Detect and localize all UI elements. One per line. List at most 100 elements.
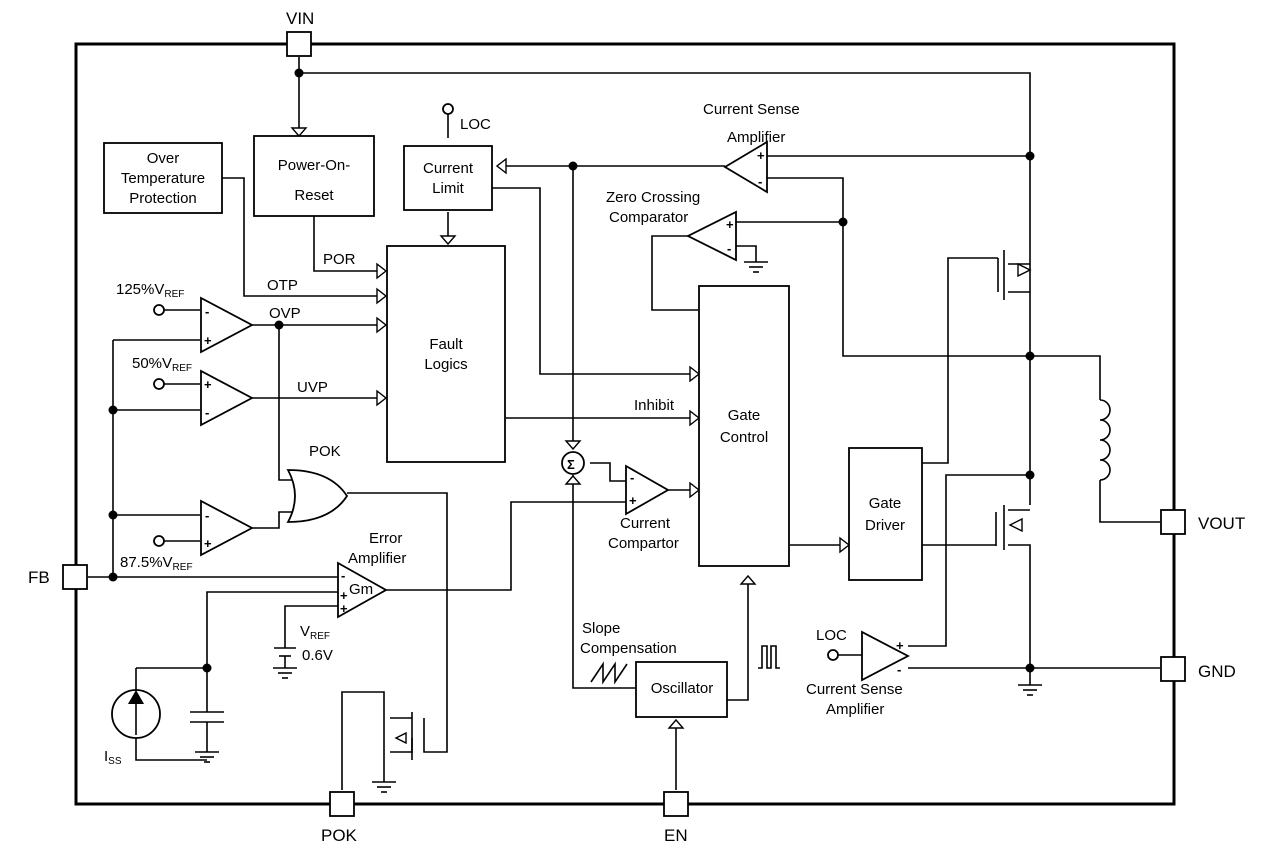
current-sense-top-label-1: Current Sense xyxy=(703,101,800,118)
vout-pin xyxy=(1160,509,1186,535)
sigma-symbol: Σ xyxy=(567,457,575,472)
current-comparator-label-2: Compartor xyxy=(608,535,679,552)
capacitor-icon xyxy=(190,711,224,723)
fb-pin-label: FB xyxy=(28,568,50,587)
signal-labels: LOC POR OTP OVP UVP POK Inhibit LOC Slop… xyxy=(267,116,847,657)
pulse-waveform-icon xyxy=(758,645,780,669)
ground-icon-pok xyxy=(372,781,396,793)
inductor-icon xyxy=(1099,399,1111,481)
vin-pin xyxy=(286,31,312,57)
cc-minus: - xyxy=(630,470,634,485)
iss-label: ISS xyxy=(104,748,122,767)
pok-ref-terminal xyxy=(153,535,165,547)
por-block-line-1: Power-On- xyxy=(278,157,351,174)
loc-bottom-terminal xyxy=(827,649,839,661)
ovp-reference-label: 125%VREF xyxy=(116,281,184,300)
voltage-source-icon xyxy=(274,647,296,668)
otp-label: OTP xyxy=(267,277,298,294)
slope-comp-label-2: Compensation xyxy=(580,640,677,657)
fault-logics-block: Fault Logics xyxy=(386,245,506,463)
loc-top-terminal xyxy=(442,103,454,115)
current-sense-amplifier-bottom: + - xyxy=(861,630,910,682)
loc-top-label: LOC xyxy=(460,116,491,133)
current-comparator: - + xyxy=(625,464,670,516)
over-temperature-protection-block: Over Temperature Protection xyxy=(103,142,223,214)
ovp-minus: - xyxy=(205,304,209,319)
uvp-reference-label: 50%VREF xyxy=(132,355,192,374)
ovp-label: OVP xyxy=(269,305,301,322)
wiring xyxy=(88,57,1160,790)
gnd-pin-label: GND xyxy=(1198,662,1236,681)
gate-driver-line-2: Driver xyxy=(865,517,905,534)
ovp-comparator: - + xyxy=(200,296,254,354)
pok-pin xyxy=(329,791,355,817)
summing-node: Σ xyxy=(561,451,585,475)
uvp-minus: - xyxy=(205,405,209,420)
error-amp-label-2: Amplifier xyxy=(348,550,406,567)
current-comparator-label-1: Current xyxy=(620,515,671,532)
vin-pin-label: VIN xyxy=(286,9,314,28)
ic-boundary xyxy=(74,42,1176,806)
gate-driver-line-1: Gate xyxy=(869,495,902,512)
otp-block-line-2: Temperature xyxy=(121,170,205,187)
terminal-circles xyxy=(153,103,839,661)
gate-control-line-2: Control xyxy=(720,429,768,446)
current-sense-bottom-label-1: Current Sense xyxy=(806,681,903,698)
ea-reference-voltage: 0.6V xyxy=(302,647,333,664)
por-label: POR xyxy=(323,251,356,268)
zero-crossing-label-1: Zero Crossing xyxy=(606,189,700,206)
por-block-line-2: Reset xyxy=(294,187,334,204)
zero-crossing-label-2: Comparator xyxy=(609,209,688,226)
ea-plus-1: + xyxy=(340,588,348,603)
ea-reference-label: VREF xyxy=(300,623,330,642)
gate-driver-block: Gate Driver xyxy=(848,447,923,581)
current-limit-block: Current Limit xyxy=(403,145,493,211)
csa-top-minus: - xyxy=(758,174,762,189)
ea-minus: - xyxy=(341,568,345,583)
uvp-plus: + xyxy=(204,377,212,392)
csa-top-plus: + xyxy=(757,148,765,163)
pok-pin-label: POK xyxy=(321,826,358,845)
ground-icon-power xyxy=(1018,684,1042,696)
ovp-ref-terminal xyxy=(153,304,165,316)
ground-icon-ea xyxy=(273,667,297,679)
vout-pin-label: VOUT xyxy=(1198,514,1245,533)
ground-icon-softstart xyxy=(195,751,219,763)
error-amplifier: - + + Gm xyxy=(337,561,388,619)
en-pin xyxy=(663,791,689,817)
ovp-plus: + xyxy=(204,333,212,348)
ground-icons xyxy=(195,261,1042,793)
pins: VIN FB VOUT GND POK EN xyxy=(28,9,1245,845)
inhibit-label: Inhibit xyxy=(634,397,675,414)
power-on-reset-block: Power-On- Reset xyxy=(253,135,375,217)
fb-pin xyxy=(62,564,88,590)
gnd-pin xyxy=(1160,656,1186,682)
current-sense-bottom-label-2: Amplifier xyxy=(826,701,884,718)
gate-control-block: Gate Control xyxy=(698,285,790,567)
current-sense-top-label-2: Amplifier xyxy=(727,129,785,146)
csa-bottom-plus: + xyxy=(896,638,904,653)
zero-crossing-comparator: + - xyxy=(685,210,737,262)
pok-or-gate xyxy=(286,469,349,523)
zcc-plus: + xyxy=(726,217,734,232)
gate-control-line-1: Gate xyxy=(728,407,761,424)
error-amp-label-1: Error xyxy=(369,530,402,547)
oscillator-block: Oscillator xyxy=(635,661,728,718)
otp-block-line-1: Over xyxy=(147,150,180,167)
pok-signal-label: POK xyxy=(309,443,341,460)
loc-bottom-label: LOC xyxy=(816,627,847,644)
otp-block-line-3: Protection xyxy=(129,190,197,207)
gm-label: Gm xyxy=(349,581,373,598)
pok-cmp-plus: + xyxy=(204,536,212,551)
slope-comp-label-1: Slope xyxy=(582,620,620,637)
cc-plus: + xyxy=(629,493,637,508)
uvp-ref-terminal xyxy=(153,378,165,390)
current-limit-line-2: Limit xyxy=(432,180,465,197)
current-limit-line-1: Current xyxy=(423,160,474,177)
csa-bottom-minus: - xyxy=(897,662,901,677)
fault-logics-line-2: Logics xyxy=(424,356,467,373)
sawtooth-waveform-icon xyxy=(590,661,628,685)
fault-logics-line-1: Fault xyxy=(429,336,463,353)
zcc-minus: - xyxy=(727,241,731,256)
